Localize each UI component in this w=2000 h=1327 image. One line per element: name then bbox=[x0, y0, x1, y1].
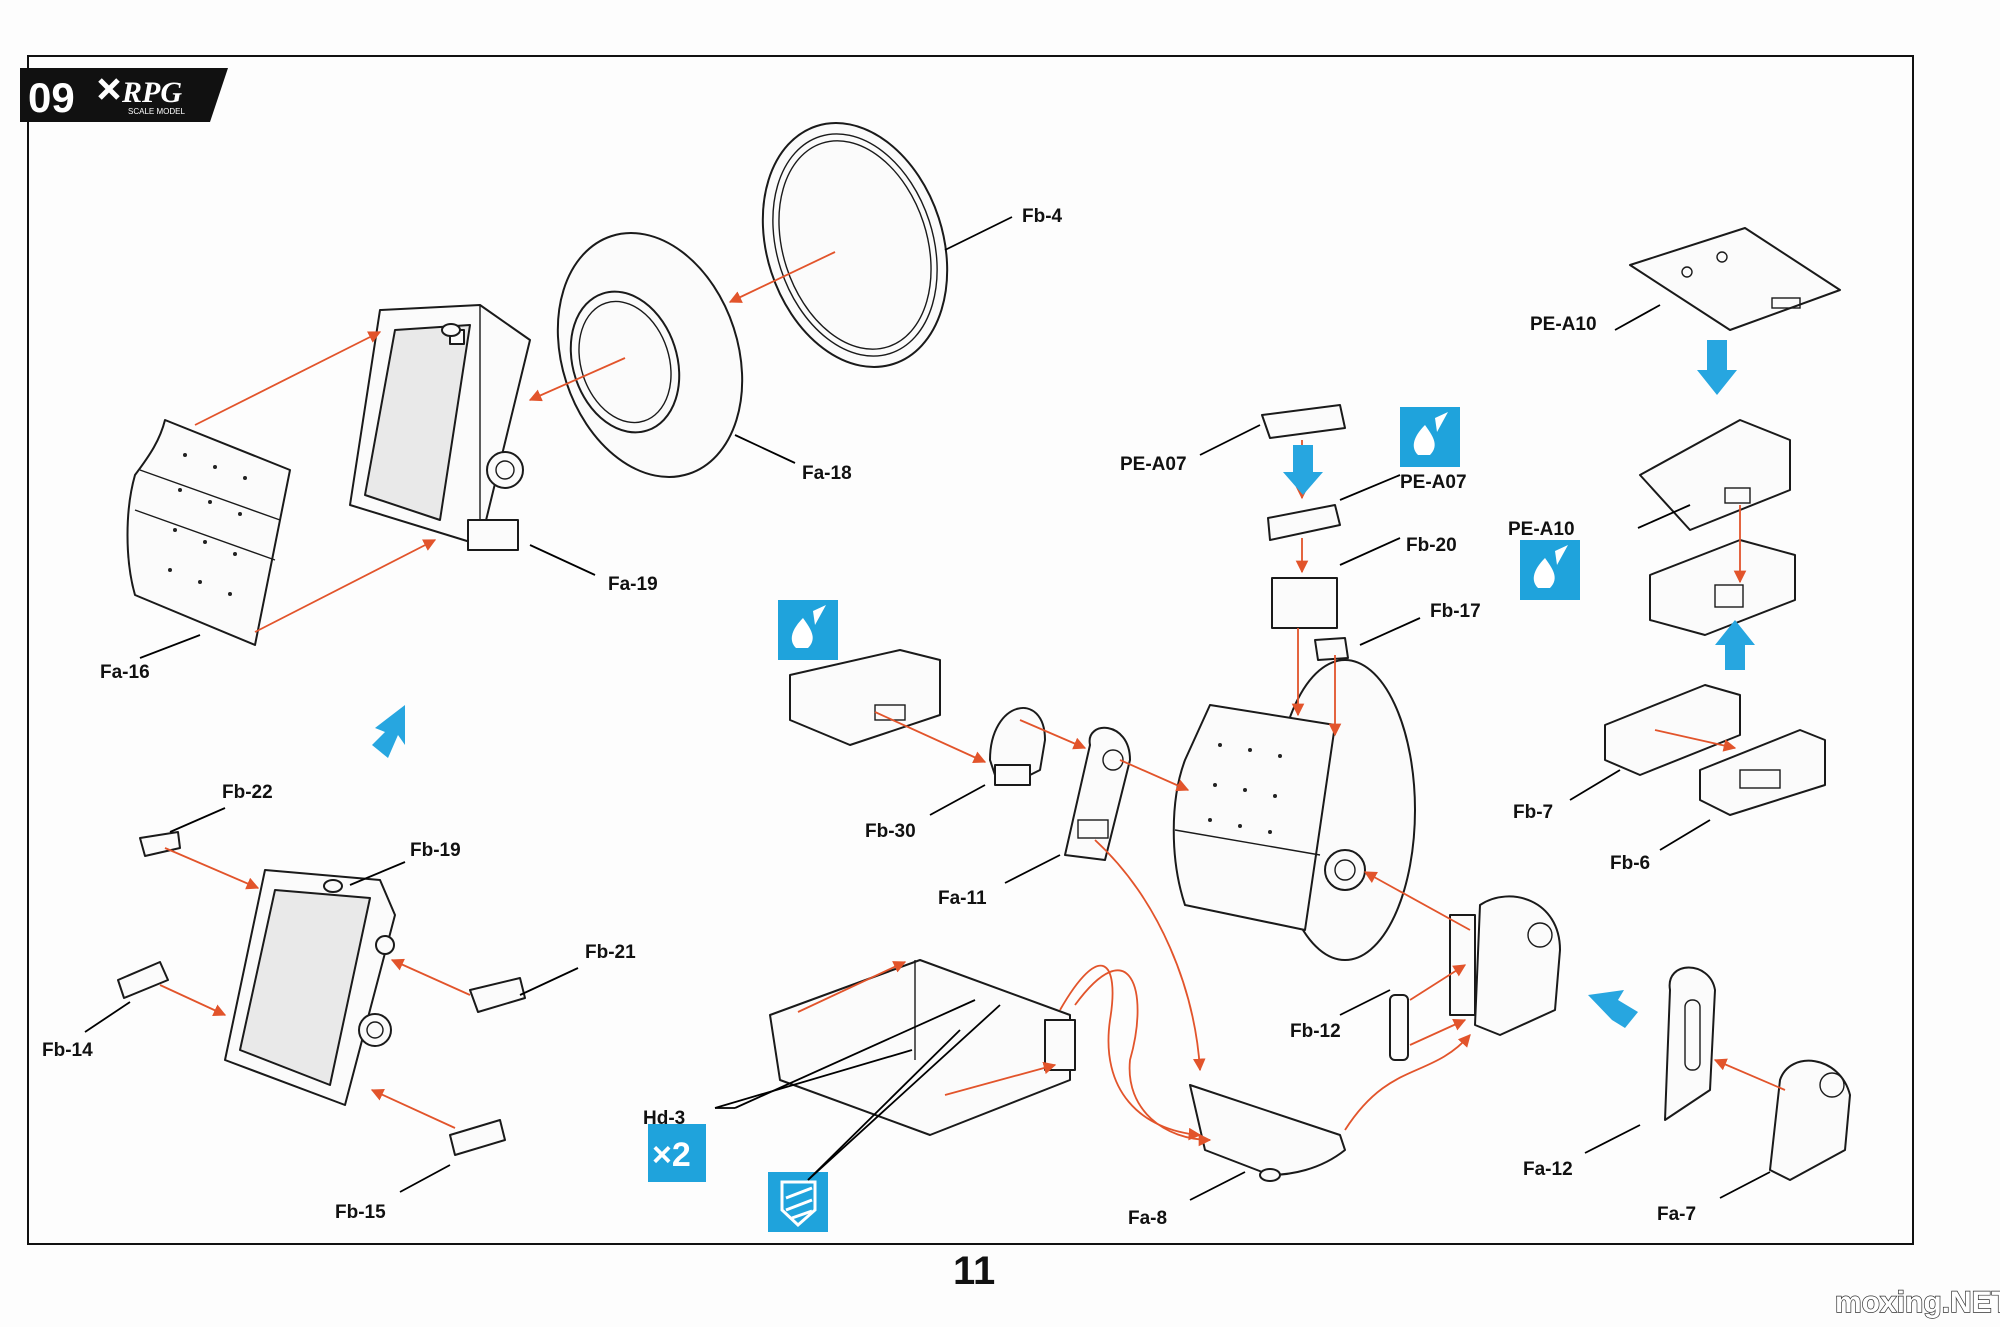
blue-arrow-icon bbox=[1715, 620, 1755, 670]
label-fa-12: Fa-12 bbox=[1523, 1159, 1573, 1180]
blue-arrow-icon bbox=[1588, 990, 1638, 1028]
bend-photo-etch-icon bbox=[778, 600, 838, 660]
label-fa-11: Fa-11 bbox=[938, 888, 987, 909]
step-number: 09 bbox=[28, 74, 75, 121]
part-pe-a10-bent bbox=[1639, 419, 1791, 531]
label-pe-a07-bent: PE-A07 bbox=[1400, 472, 1467, 493]
label-fb-30: Fb-30 bbox=[865, 821, 916, 842]
label-pe-a10-plate: PE-A10 bbox=[1530, 314, 1597, 335]
label-fa-7: Fa-7 bbox=[1657, 1204, 1696, 1225]
part-fa-12 bbox=[1664, 966, 1716, 1121]
label-fb-12: Fb-12 bbox=[1290, 1021, 1341, 1042]
label-fb-15: Fb-15 bbox=[335, 1202, 386, 1223]
part-fb-30 bbox=[989, 707, 1046, 786]
part-pe-a10-plate bbox=[1629, 227, 1841, 331]
part-fb-21 bbox=[469, 977, 526, 1013]
label-fb-4: Fb-4 bbox=[1022, 206, 1063, 227]
page-number: 11 bbox=[953, 1249, 995, 1293]
part-hd-3-frame bbox=[769, 959, 1076, 1136]
label-fb-21: Fb-21 bbox=[585, 942, 636, 963]
drill-icon bbox=[768, 1172, 828, 1232]
label-hd-3: Hd-3 bbox=[643, 1108, 685, 1129]
label-fb-7: Fb-7 bbox=[1513, 802, 1553, 823]
part-main-radiator bbox=[1172, 659, 1416, 961]
bend-photo-etch-icon bbox=[1520, 540, 1580, 600]
quantity-badge: ×2 bbox=[648, 1124, 706, 1182]
part-fb-6-box bbox=[1649, 539, 1796, 636]
brand-logo: RPG SCALE MODEL bbox=[98, 76, 185, 116]
part-fa-16 bbox=[126, 419, 291, 646]
blue-arrow-icon bbox=[1283, 445, 1323, 495]
part-fa-19 bbox=[349, 304, 531, 551]
watermark: moxing.NET bbox=[1835, 1286, 2000, 1319]
label-fa-16: Fa-16 bbox=[100, 662, 150, 683]
part-fb-7 bbox=[1604, 684, 1741, 776]
part-fb-4 bbox=[761, 122, 949, 368]
label-fa-19: Fa-19 bbox=[608, 574, 658, 595]
leader-lines bbox=[84, 216, 1771, 1201]
svg-text:×2: ×2 bbox=[652, 1136, 691, 1174]
label-fb-17: Fb-17 bbox=[1430, 601, 1481, 622]
part-fb-14 bbox=[117, 961, 169, 999]
label-pe-a07-plate: PE-A07 bbox=[1120, 454, 1187, 475]
blue-arrow-icon bbox=[372, 705, 405, 758]
part-fb-12 bbox=[1389, 994, 1409, 1061]
part-labels: Fb-4 Fa-18 Fa-19 Fa-16 Fb-22 Fb-19 Fb-21… bbox=[42, 206, 1696, 1229]
step-header: 09 RPG SCALE MODEL bbox=[20, 68, 228, 122]
part-fb-17 bbox=[1314, 637, 1349, 661]
bend-photo-etch-icon bbox=[1400, 407, 1460, 467]
part-fa-11 bbox=[1064, 726, 1131, 861]
label-fb-14: Fb-14 bbox=[42, 1040, 93, 1061]
label-fb-20: Fb-20 bbox=[1406, 535, 1457, 556]
label-fb-22: Fb-22 bbox=[222, 782, 273, 803]
label-fa-8: Fa-8 bbox=[1128, 1208, 1167, 1229]
part-fa-8 bbox=[1189, 1084, 1346, 1182]
part-fa-18 bbox=[556, 232, 744, 478]
blue-arrow-icon bbox=[1697, 340, 1737, 395]
part-pe-a07-plate bbox=[1261, 404, 1346, 439]
part-fa-7 bbox=[1769, 1059, 1851, 1181]
part-fb-19 bbox=[224, 869, 396, 1106]
part-gear-housing bbox=[1449, 895, 1561, 1036]
part-pe-a07-bent bbox=[1267, 504, 1341, 541]
label-pe-a10-bent: PE-A10 bbox=[1508, 519, 1575, 540]
part-fb-6 bbox=[1699, 729, 1826, 816]
brand-text: RPG bbox=[121, 76, 182, 109]
brand-subtext: SCALE MODEL bbox=[128, 107, 185, 116]
label-fb-6: Fb-6 bbox=[1610, 853, 1650, 874]
part-fb-15 bbox=[449, 1119, 506, 1156]
label-fa-18: Fa-18 bbox=[802, 463, 852, 484]
assembly-arrows bbox=[159, 251, 1786, 1147]
step-frame bbox=[27, 55, 1914, 1245]
part-fb-20 bbox=[1271, 577, 1338, 629]
label-fb-19: Fb-19 bbox=[410, 840, 461, 861]
